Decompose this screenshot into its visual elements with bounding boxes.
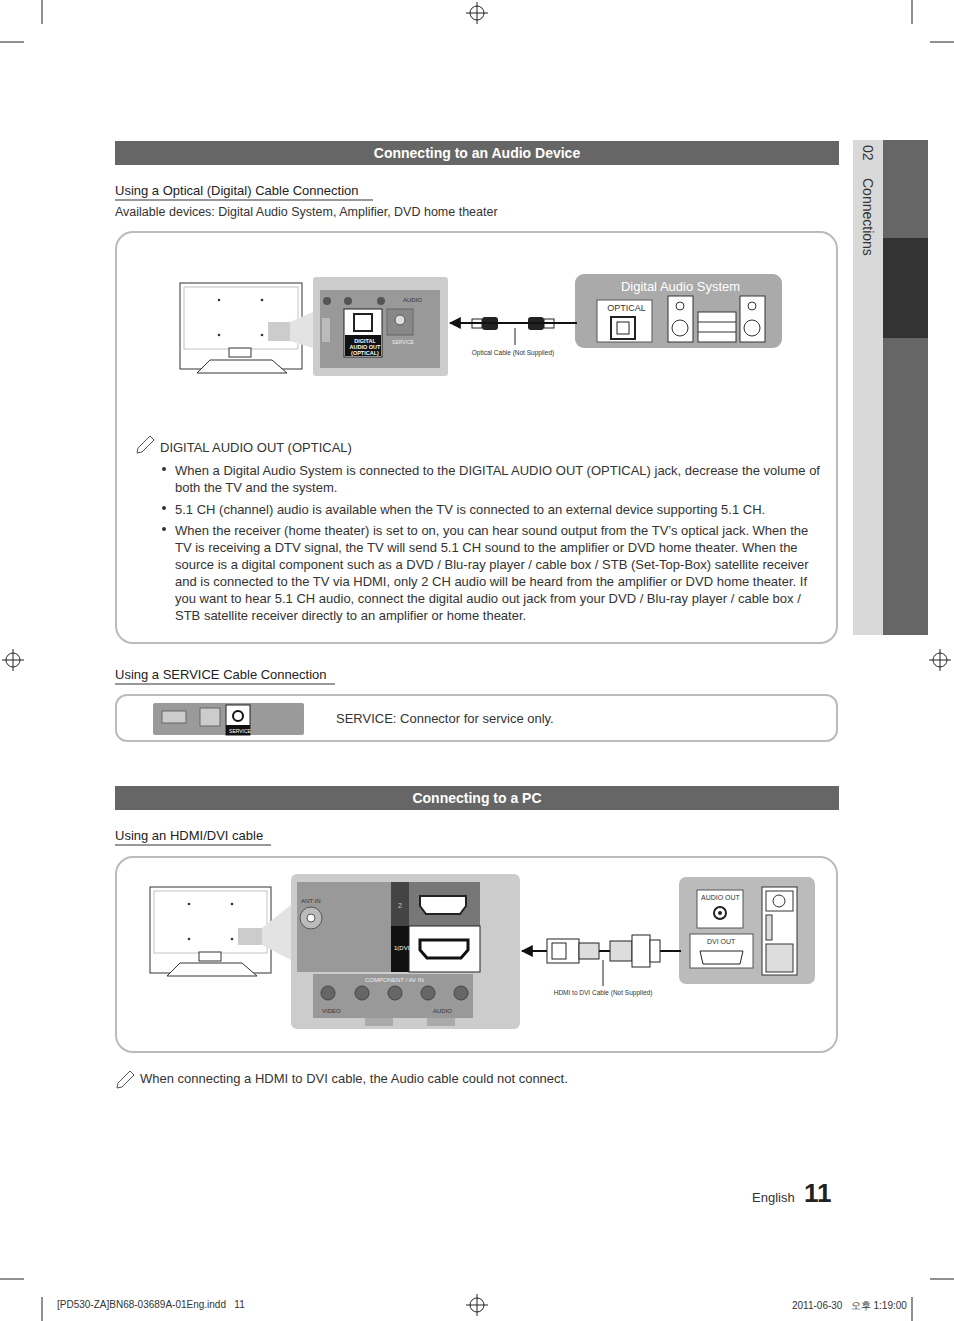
note-text: Available devices: Digital Audio System,… (115, 205, 498, 219)
cable-label: Optical Cable (Not Supplied) (471, 349, 555, 356)
node-text: ANT IN (301, 898, 321, 904)
node-text: 1(DVI) (394, 945, 411, 951)
node-text: AUDIO OUT (701, 894, 740, 901)
node-text: Connecting to a PC (115, 790, 839, 806)
service-panel: SERVICE: Connector for service only. SERV… (115, 694, 838, 742)
info-panel: ANT IN 2 1(DVI) COMPONENT / AV IN VIDEO AUDIO… (115, 856, 838, 1053)
section-header: Connecting to a PC (115, 786, 839, 810)
node-text: VIDEO (322, 1008, 341, 1014)
node-text: When the receiver (home theater) is set … (175, 522, 825, 624)
service-jack-strip: SERVICE (155, 705, 306, 737)
node-text: DVI OUT (707, 938, 735, 945)
subheading: Using an HDMI/DVI cable (115, 828, 263, 843)
node-text: 5.1 CH (channel) audio is available when… (175, 501, 825, 518)
subheading: Using a Optical (Digital) Cable Connecti… (115, 183, 359, 198)
node-text: OPTICAL (599, 303, 654, 313)
tv-jack-panel: DIGITAL AUDIO OUT (OPTICAL) SERVICE AUDIO (315, 279, 450, 378)
node-text: DIGITAL AUDIO OUT (OPTICAL) (160, 440, 352, 455)
tab-number: 02 (860, 145, 876, 161)
info-panel: DIGITAL AUDIO OUT (OPTICAL) When a Digita… (115, 231, 838, 644)
node-text: Digital Audio System (577, 279, 784, 294)
node-text: AUDIO (433, 1008, 452, 1014)
print-date: 2011-06-30 오후 1:19:00 (792, 1299, 907, 1313)
print-slug: [PD530-ZA]BN68-03689A-01Eng.indd 11 (57, 1299, 245, 1310)
section-header: Connecting to an Audio Device (115, 141, 839, 165)
node-text: Connecting to an Audio Device (115, 145, 839, 161)
node-text: SERVICE (228, 728, 252, 734)
pc-box: AUDIO OUT DVI OUT (681, 879, 817, 986)
page-language: English (752, 1190, 795, 1205)
audio-system-box: Digital Audio SystemOPTICAL (577, 276, 784, 350)
node-text: DIGITAL AUDIO OUT (OPTICAL) (347, 338, 383, 356)
node-text: When a Digital Audio System is connected… (175, 462, 825, 496)
node-text: SERVICE (388, 339, 418, 345)
node-text: 2 (398, 902, 402, 909)
tv-jack-panel: ANT IN 2 1(DVI) COMPONENT / AV IN VIDEO AUDIO (293, 876, 522, 1031)
page-number: 11 (804, 1178, 832, 1209)
node-text: SERVICE: Connector for service only. (336, 711, 554, 726)
node-text: COMPONENT / AV IN (365, 977, 424, 983)
tab-title: Connections (860, 178, 876, 256)
cable-label: HDMI to DVI Cable (Not Supplied) (553, 989, 654, 996)
optical-cable (450, 322, 577, 324)
node-text: AUDIO (403, 297, 422, 303)
subheading: Using a SERVICE Cable Connection (115, 667, 327, 682)
note-text: When connecting a HDMI to DVI cable, the… (140, 1071, 568, 1086)
